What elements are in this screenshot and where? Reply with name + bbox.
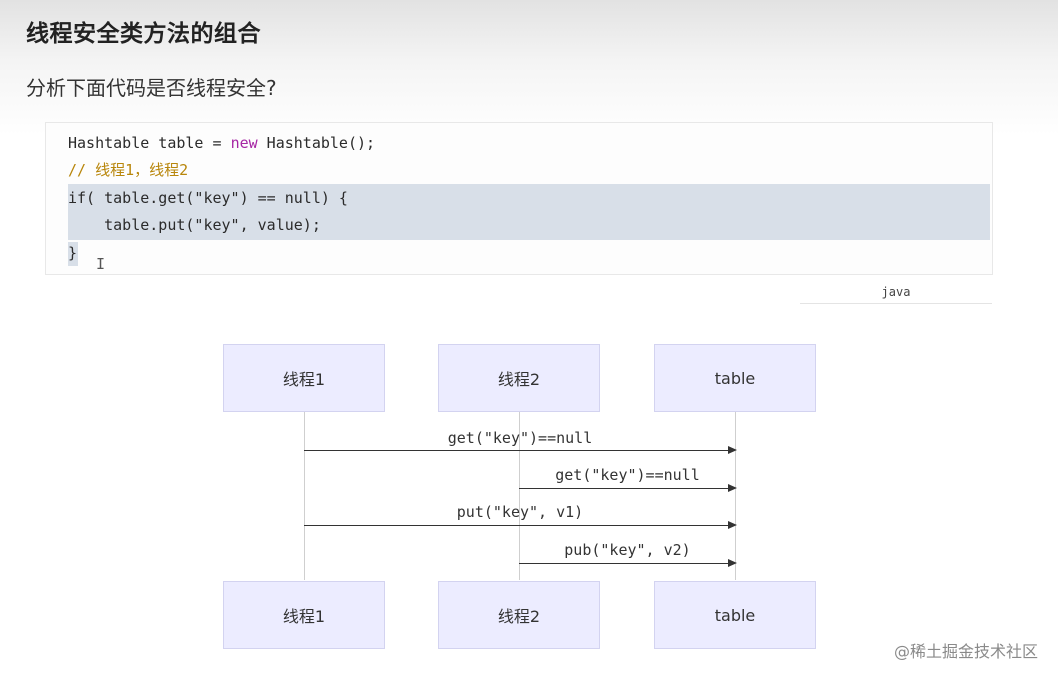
message-arrow	[304, 450, 728, 451]
participant-top-thread2: 线程2	[438, 344, 600, 412]
participant-bottom-thread1: 线程1	[223, 581, 385, 649]
code-line-4: table.put("key", value);	[68, 216, 321, 234]
message-arrow	[519, 563, 728, 564]
code-line-2: // 线程1，线程2	[68, 161, 189, 179]
message-label: pub("key", v2)	[564, 541, 691, 559]
message-label: put("key", v1)	[456, 503, 584, 521]
arrowhead-icon	[728, 559, 737, 567]
code-line-1: Hashtable table = new Hashtable();	[68, 130, 375, 157]
participant-bottom-thread2: 线程2	[438, 581, 600, 649]
message-arrow	[519, 488, 728, 489]
code-language-label[interactable]: java	[800, 282, 992, 304]
code-line-3: if( table.get("key") == null) {	[68, 189, 348, 207]
lifeline-table	[735, 412, 736, 580]
message-arrow	[304, 525, 728, 526]
selection-highlight	[68, 184, 990, 240]
code-block[interactable]: Hashtable table = new Hashtable(); // 线程…	[45, 122, 993, 275]
text-cursor-icon: Ι	[96, 255, 106, 273]
selection-highlight-end	[68, 242, 78, 266]
message-label: get("key")==null	[555, 466, 700, 484]
message-label: get("key")==null	[447, 429, 593, 447]
page-title: 线程安全类方法的组合	[26, 21, 261, 47]
arrowhead-icon	[728, 446, 737, 454]
lifeline-thread1	[304, 412, 305, 580]
participant-bottom-table: table	[654, 581, 816, 649]
question-text: 分析下面代码是否线程安全?	[26, 76, 277, 100]
code-text: Hashtable table =	[68, 134, 231, 152]
header-background	[0, 0, 1058, 135]
code-text: Hashtable();	[257, 134, 376, 152]
participant-top-thread1: 线程1	[223, 344, 385, 412]
code-keyword: new	[230, 134, 258, 152]
arrowhead-icon	[728, 521, 737, 529]
code-line-5: }	[68, 244, 78, 262]
arrowhead-icon	[728, 484, 737, 492]
participant-top-table: table	[654, 344, 816, 412]
watermark: @稀土掘金技术社区	[893, 642, 1038, 661]
lifeline-thread2	[519, 412, 520, 580]
